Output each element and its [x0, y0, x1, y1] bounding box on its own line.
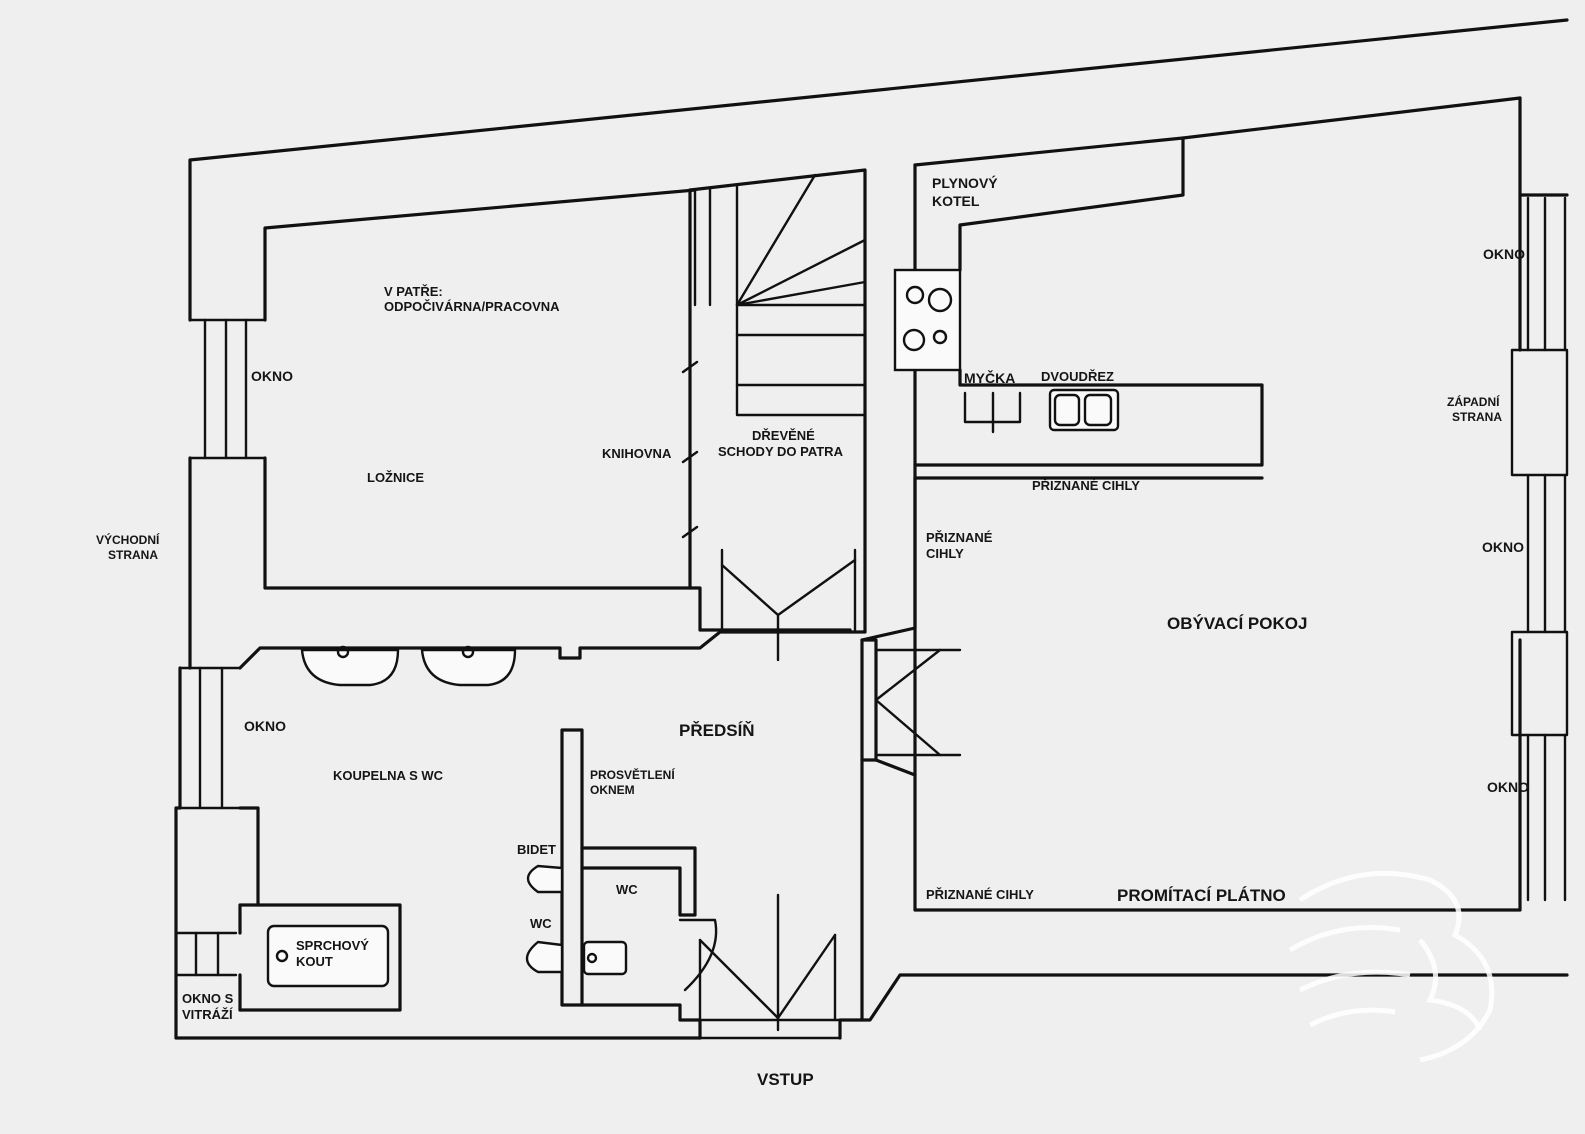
boiler-label-line2: KOTEL	[932, 193, 980, 209]
brick-bottom-label: PŘIZNANÉ CIHLY	[926, 887, 1034, 902]
west-windows	[1510, 196, 1569, 902]
kitchen-walls	[913, 136, 1264, 480]
bedroom-window-label: OKNO	[251, 368, 293, 384]
bathroom-label: KOUPELNA S WC	[333, 768, 444, 783]
west-side-label-line1: ZÁPADNÍ	[1447, 394, 1500, 409]
entrance-label: VSTUP	[757, 1070, 814, 1089]
shower-tray	[266, 924, 390, 988]
west-side-label-line2: STRANA	[1452, 410, 1502, 424]
east-window-bedroom	[188, 318, 267, 460]
screen-label: PROMÍTACÍ PLÁTNO	[1117, 886, 1286, 905]
stained-window-label-line1: OKNO S	[182, 991, 234, 1006]
toilet-icon	[525, 940, 564, 974]
living-room-label: OBÝVACÍ POKOJ	[1167, 614, 1307, 633]
brick-kitchen-label: PŘIZNANÉ CIHLY	[1032, 478, 1140, 493]
shower-label-line1: SPRCHOVÝ	[296, 938, 369, 953]
upstairs-label-line1: V PATŘE:	[384, 284, 443, 299]
west-window-1-label: OKNO	[1483, 246, 1525, 262]
bedroom-walls	[263, 168, 867, 634]
east-window-stained	[174, 931, 238, 977]
entrance-doors	[698, 893, 842, 1040]
bidet-icon	[526, 864, 564, 894]
stairs	[693, 173, 867, 662]
east-side-label-line1: VÝCHODNÍ	[96, 532, 160, 547]
upstairs-label-line2: ODPOČIVÁRNA/PRACOVNA	[384, 299, 560, 314]
stained-window-label-line2: VITRÁŽÍ	[182, 1007, 233, 1022]
bath-window-label: OKNO	[244, 718, 286, 734]
wc-bath-label: WC	[530, 916, 552, 931]
double-sink-icon	[1048, 388, 1120, 432]
lion-head-logo	[1288, 870, 1495, 1063]
hall-label: PŘEDSÍŇ	[679, 721, 755, 740]
bedroom-label: LOŽNICE	[367, 470, 424, 485]
wc-room-label: WC	[616, 882, 638, 897]
living-walls	[913, 193, 1522, 912]
living-door	[874, 648, 962, 757]
double-sink-label: DVOUDŘEZ	[1041, 369, 1114, 384]
stairs-label-line1: DŘEVĚNÉ	[752, 428, 815, 443]
west-window-3-label: OKNO	[1487, 779, 1529, 795]
dishwasher-label: MYČKA	[964, 369, 1015, 386]
east-side-label-line2: STRANA	[108, 548, 158, 562]
bookshelf-label: KNIHOVNA	[602, 446, 672, 461]
wc-room-toilet	[582, 940, 628, 976]
shower-label-line2: KOUT	[296, 954, 333, 969]
stairs-label-line2: SCHODY DO PATRA	[718, 444, 844, 459]
washbasins	[300, 645, 517, 687]
dishwasher-icon	[963, 391, 1022, 434]
boiler-label-line1: PLYNOVÝ	[932, 174, 998, 191]
brick-wall-label-line1: PŘIZNANÉ	[926, 530, 993, 545]
brick-wall-label-line2: CIHLY	[926, 546, 964, 561]
skylight-label-line2: OKNEM	[590, 783, 635, 797]
hob-icon	[893, 268, 962, 372]
west-window-2-label: OKNO	[1482, 539, 1524, 555]
bidet-label: BIDET	[517, 842, 556, 857]
outer-walls	[174, 18, 1569, 1040]
bookshelf-marks	[681, 360, 699, 539]
east-window-bath	[178, 666, 242, 810]
skylight-label-line1: PROSVĚTLENÍ	[590, 767, 675, 782]
